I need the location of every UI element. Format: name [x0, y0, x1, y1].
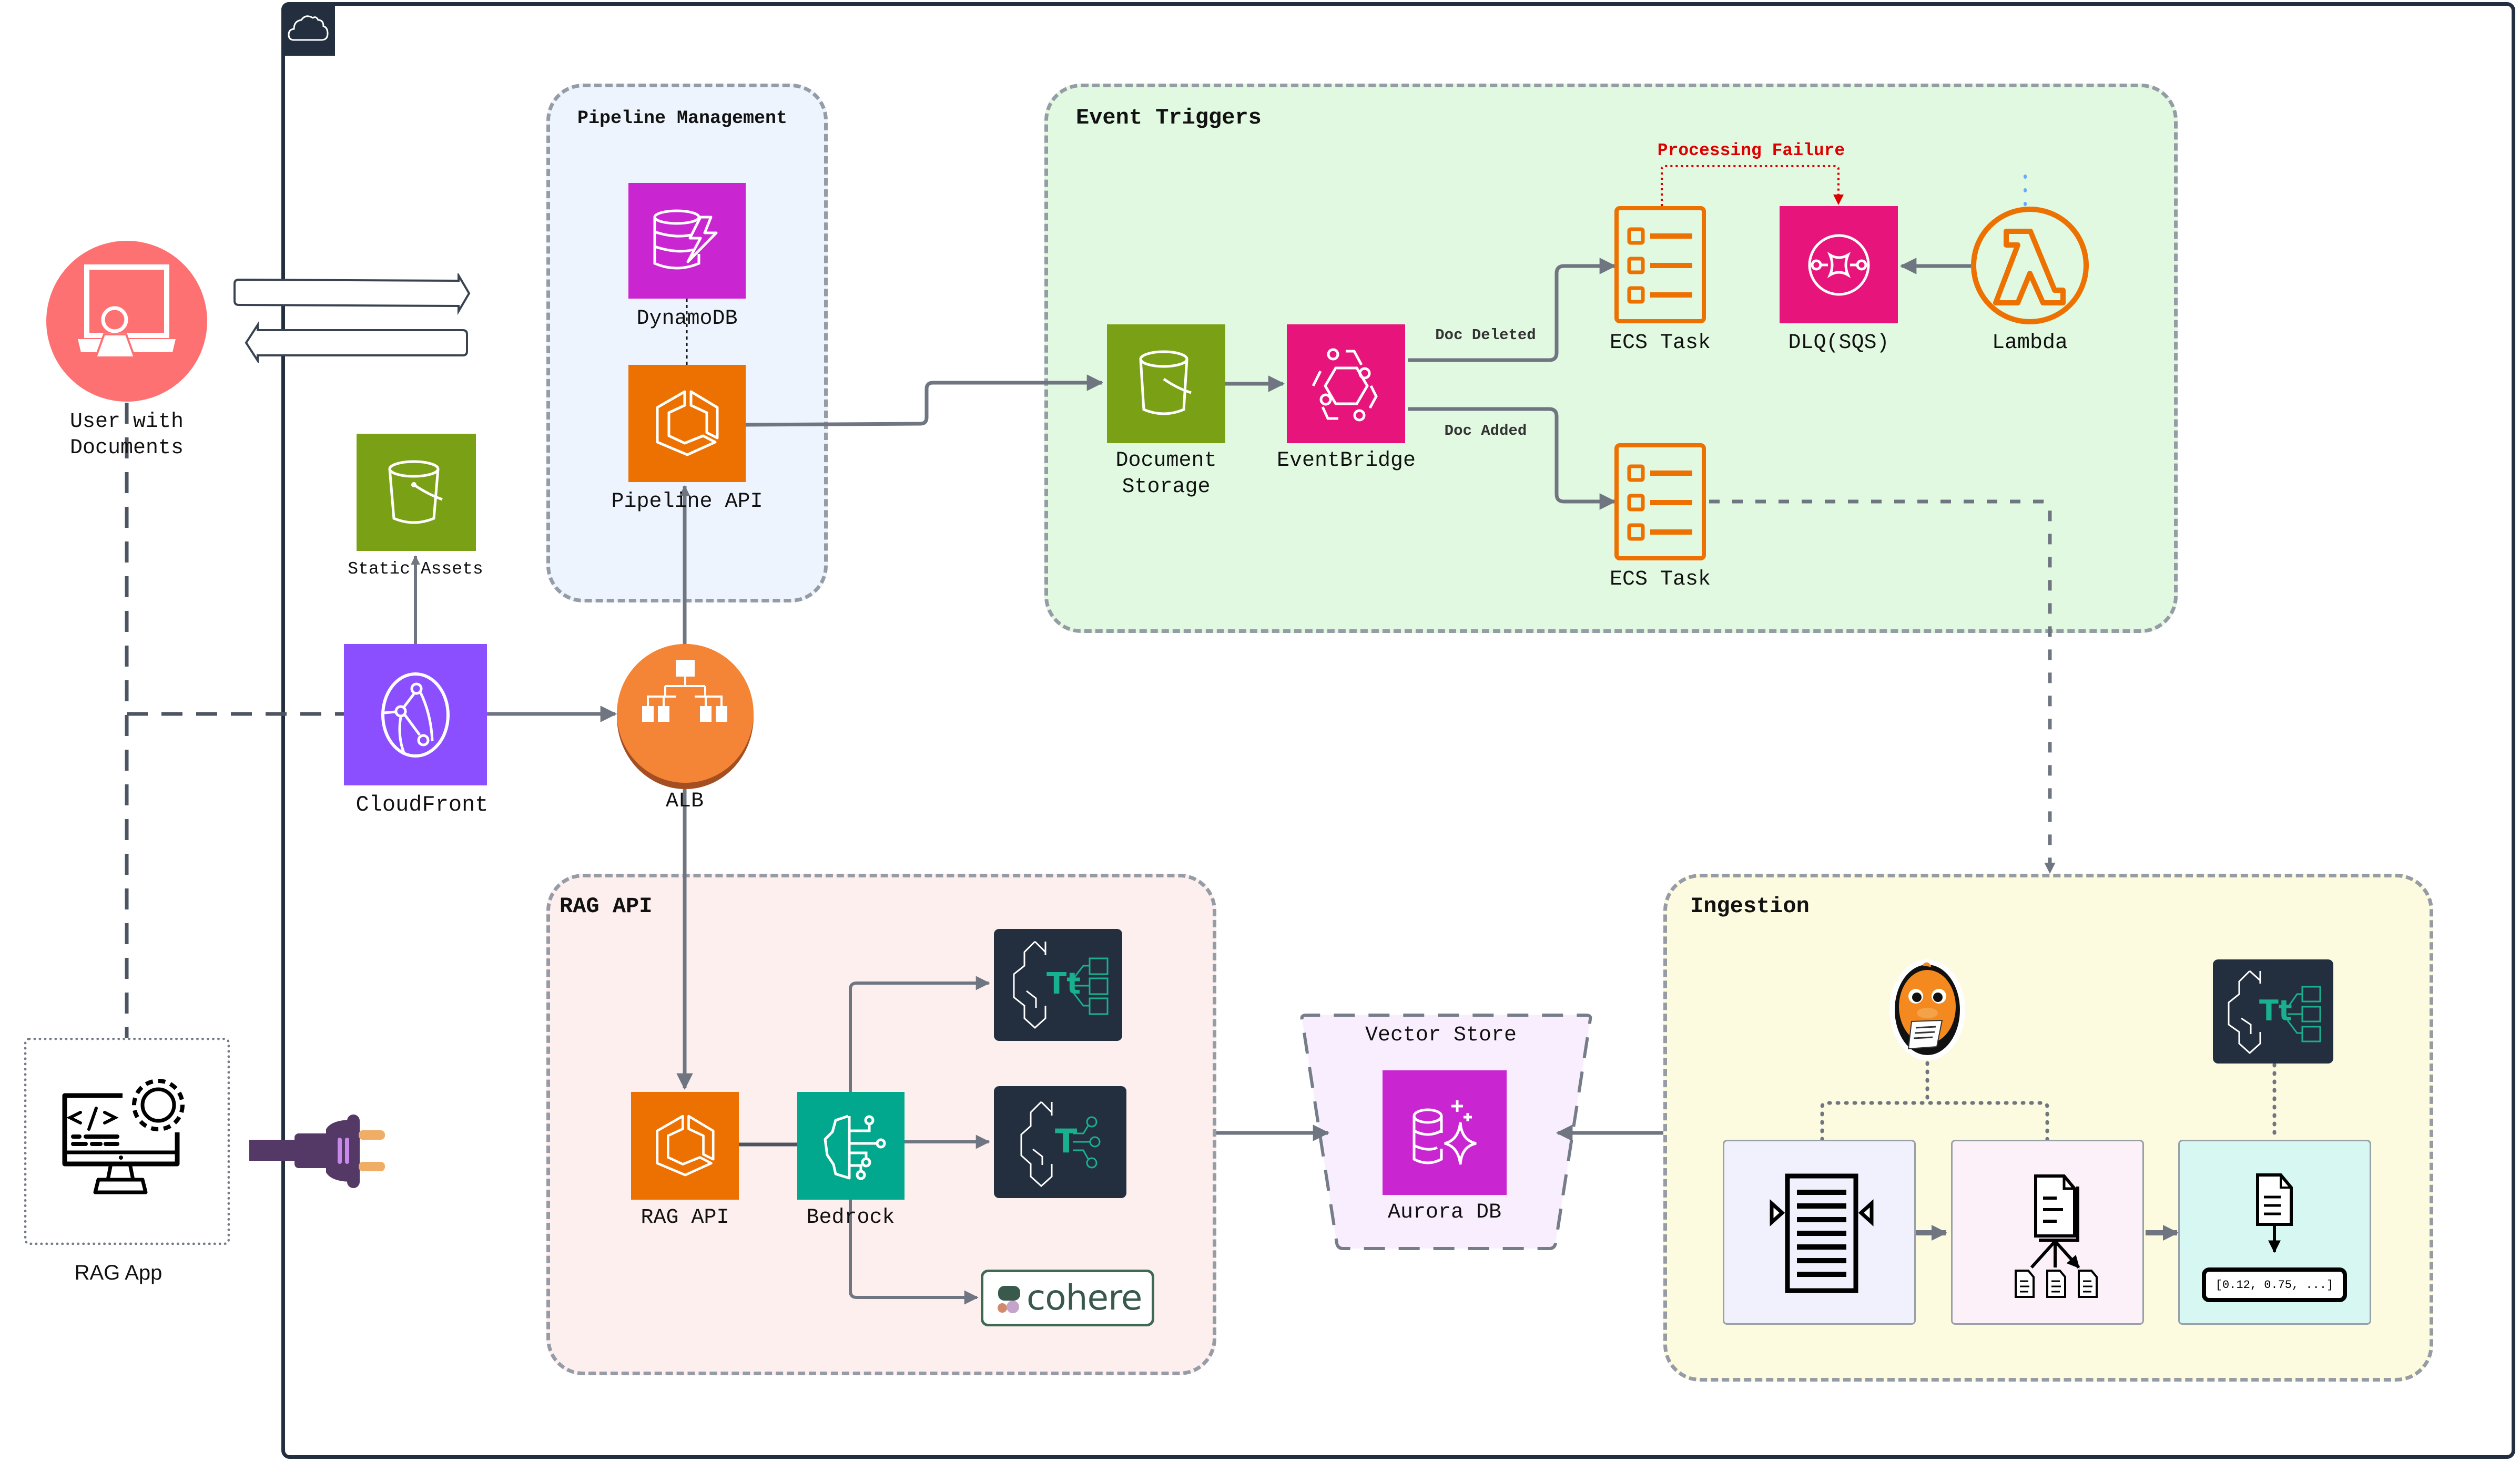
ingestion-model-tt-text: Tt — [2259, 994, 2292, 1027]
presenter-icon — [78, 264, 176, 359]
text-extract-icon — [1770, 1173, 1874, 1293]
model-brain-tt-icon — [1013, 940, 1109, 1029]
pipeline-management-group — [546, 84, 828, 602]
ecs-task-2-tile[interactable] — [1614, 443, 1706, 560]
dynamodb-label: DynamoDB — [636, 307, 738, 331]
ecs-task-list-icon — [1614, 443, 1706, 560]
ecs-task-1-tile[interactable] — [1614, 206, 1706, 323]
pipeline-api-label: Pipeline API — [611, 490, 763, 514]
processing-failure-label: Processing Failure — [1657, 141, 1845, 160]
embedding-vector-box: [0.12, 0.75, ...] — [2202, 1267, 2347, 1302]
plug-connector-icon — [249, 1115, 385, 1188]
ecs-container-icon — [656, 390, 718, 456]
eventbridge-label: EventBridge — [1276, 449, 1416, 473]
cloudfront-globe-icon — [381, 672, 450, 758]
model-tt-text: Tt — [1046, 967, 1081, 1001]
request-response-arrows — [233, 273, 471, 363]
developer-monitor-gear-icon — [62, 1079, 185, 1194]
aws-cloud-container — [281, 2, 2515, 1459]
ecs-task-2-label: ECS Task — [1609, 568, 1711, 591]
rag-api-tile[interactable] — [631, 1092, 739, 1200]
alb-label: ALB — [665, 790, 704, 813]
cohere-tile[interactable]: cohere — [981, 1270, 1154, 1326]
eventbridge-tile[interactable] — [1287, 324, 1405, 443]
duck-reading-document-icon — [1889, 959, 1965, 1060]
user-avatar[interactable] — [46, 241, 207, 402]
document-storage-label: Document Storage — [1115, 449, 1217, 499]
dlq-label: DLQ(SQS) — [1788, 331, 1889, 355]
alb-node[interactable] — [617, 644, 754, 789]
response-arrow — [245, 321, 468, 363]
dlq-sqs-tile[interactable] — [1780, 206, 1898, 323]
ecs-container-icon — [655, 1115, 715, 1176]
pipeline-api-tile[interactable] — [628, 365, 746, 482]
dynamodb-tile[interactable] — [628, 183, 746, 299]
aws-cloud-header — [281, 2, 335, 56]
rag-app-label: RAG App — [74, 1261, 162, 1284]
model-t-text: T — [1055, 1122, 1078, 1160]
parser-mascot[interactable] — [1875, 954, 1980, 1065]
vector-store-title: Vector Store — [1365, 1024, 1517, 1047]
lambda-label: Lambda — [1991, 331, 2068, 355]
document-to-vector-icon — [2256, 1173, 2293, 1253]
s3-bucket-icon — [388, 460, 443, 524]
bedrock-tile[interactable] — [797, 1092, 905, 1200]
event-triggers-title: Event Triggers — [1076, 105, 1262, 130]
ecs-task-1-label: ECS Task — [1609, 331, 1711, 355]
document-storage-tile[interactable] — [1107, 324, 1225, 443]
doc-deleted-label: Doc Deleted — [1435, 326, 1536, 344]
aws-cloud-icon — [288, 15, 329, 41]
request-arrow — [233, 273, 471, 315]
ingestion-title: Ingestion — [1690, 894, 1810, 919]
text-model-tile[interactable]: T — [994, 1086, 1126, 1198]
lambda-icon — [1971, 207, 2089, 324]
chunking-stage[interactable] — [1951, 1140, 2144, 1325]
embedding-vector-text: [0.12, 0.75, ...] — [2215, 1278, 2334, 1292]
rag-app-box[interactable] — [24, 1038, 230, 1245]
eventbridge-icon — [1312, 348, 1378, 422]
static-assets-tile[interactable] — [357, 434, 476, 551]
aurora-db-icon — [1413, 1100, 1477, 1164]
sqs-queue-icon — [1808, 234, 1869, 295]
load-balancer-icon — [642, 660, 727, 722]
cloudfront-tile[interactable] — [344, 644, 487, 785]
bedrock-brain-icon — [824, 1115, 886, 1180]
cohere-logo-icon — [998, 1286, 1020, 1313]
s3-bucket-icon — [1139, 350, 1192, 415]
cloudfront-label: CloudFront — [355, 792, 489, 817]
dynamodb-icon — [653, 209, 717, 270]
rag-api-label: RAG API — [641, 1206, 729, 1230]
rag-api-title: RAG API — [560, 894, 653, 919]
user-label: User with Documents — [69, 410, 184, 460]
document-split-icon — [2015, 1174, 2098, 1298]
lambda-node[interactable] — [1969, 205, 2090, 326]
aurora-db-label: Aurora DB — [1387, 1201, 1502, 1224]
model-brain-t-icon — [1020, 1101, 1101, 1188]
model-brain-tt-icon — [2228, 970, 2321, 1055]
cohere-wordmark: cohere — [1027, 1277, 1142, 1318]
embedding-stage[interactable]: [0.12, 0.75, ...] — [2178, 1140, 2371, 1325]
ingestion-embed-model-tile[interactable]: Tt — [2213, 959, 2333, 1064]
pipeline-management-title: Pipeline Management — [577, 108, 788, 129]
doc-added-label: Doc Added — [1444, 422, 1527, 439]
aurora-db-tile[interactable] — [1383, 1070, 1507, 1195]
ecs-task-list-icon — [1614, 206, 1706, 323]
extraction-stage[interactable] — [1723, 1140, 1916, 1325]
static-assets-label: Static Assets — [348, 559, 483, 579]
embedding-model-tile[interactable]: Tt — [994, 929, 1122, 1041]
bedrock-label: Bedrock — [806, 1206, 895, 1230]
alb-circle — [617, 644, 754, 783]
